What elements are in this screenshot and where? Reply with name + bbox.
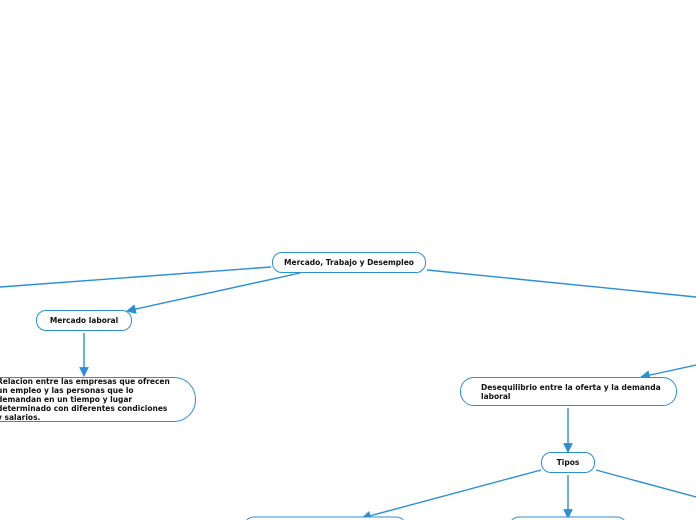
node-definicion-label: Relacion entre las empresas que ofrecen … bbox=[0, 377, 170, 422]
node-tipos-label: Tipos bbox=[556, 458, 580, 467]
node-root-label: Mercado, Trabajo y Desempleo bbox=[284, 258, 414, 267]
node-tipos[interactable]: Tipos bbox=[541, 452, 595, 473]
connector-root-mercado-laboral bbox=[126, 272, 301, 314]
connector-tipos-right bbox=[595, 469, 696, 498]
node-root[interactable]: Mercado, Trabajo y Desempleo bbox=[272, 252, 426, 273]
node-desequilibrio[interactable]: Desequilibrio entre la oferta y la deman… bbox=[460, 377, 677, 406]
connector-root-left bbox=[0, 266, 272, 288]
connector-root-right bbox=[426, 269, 696, 298]
node-mercado-laboral-label: Mercado laboral bbox=[49, 316, 119, 325]
connector-right-desequilibrio bbox=[640, 364, 696, 380]
node-desequilibrio-label: Desequilibrio entre la oferta y la deman… bbox=[481, 382, 661, 401]
node-tipo-2-partial bbox=[511, 516, 625, 520]
node-mercado-laboral[interactable]: Mercado laboral bbox=[36, 310, 132, 331]
connector-tipos-left-child bbox=[361, 469, 542, 520]
node-tipo-1-partial bbox=[246, 516, 404, 520]
node-definicion[interactable]: Relacion entre las empresas que ofrecen … bbox=[0, 377, 196, 422]
